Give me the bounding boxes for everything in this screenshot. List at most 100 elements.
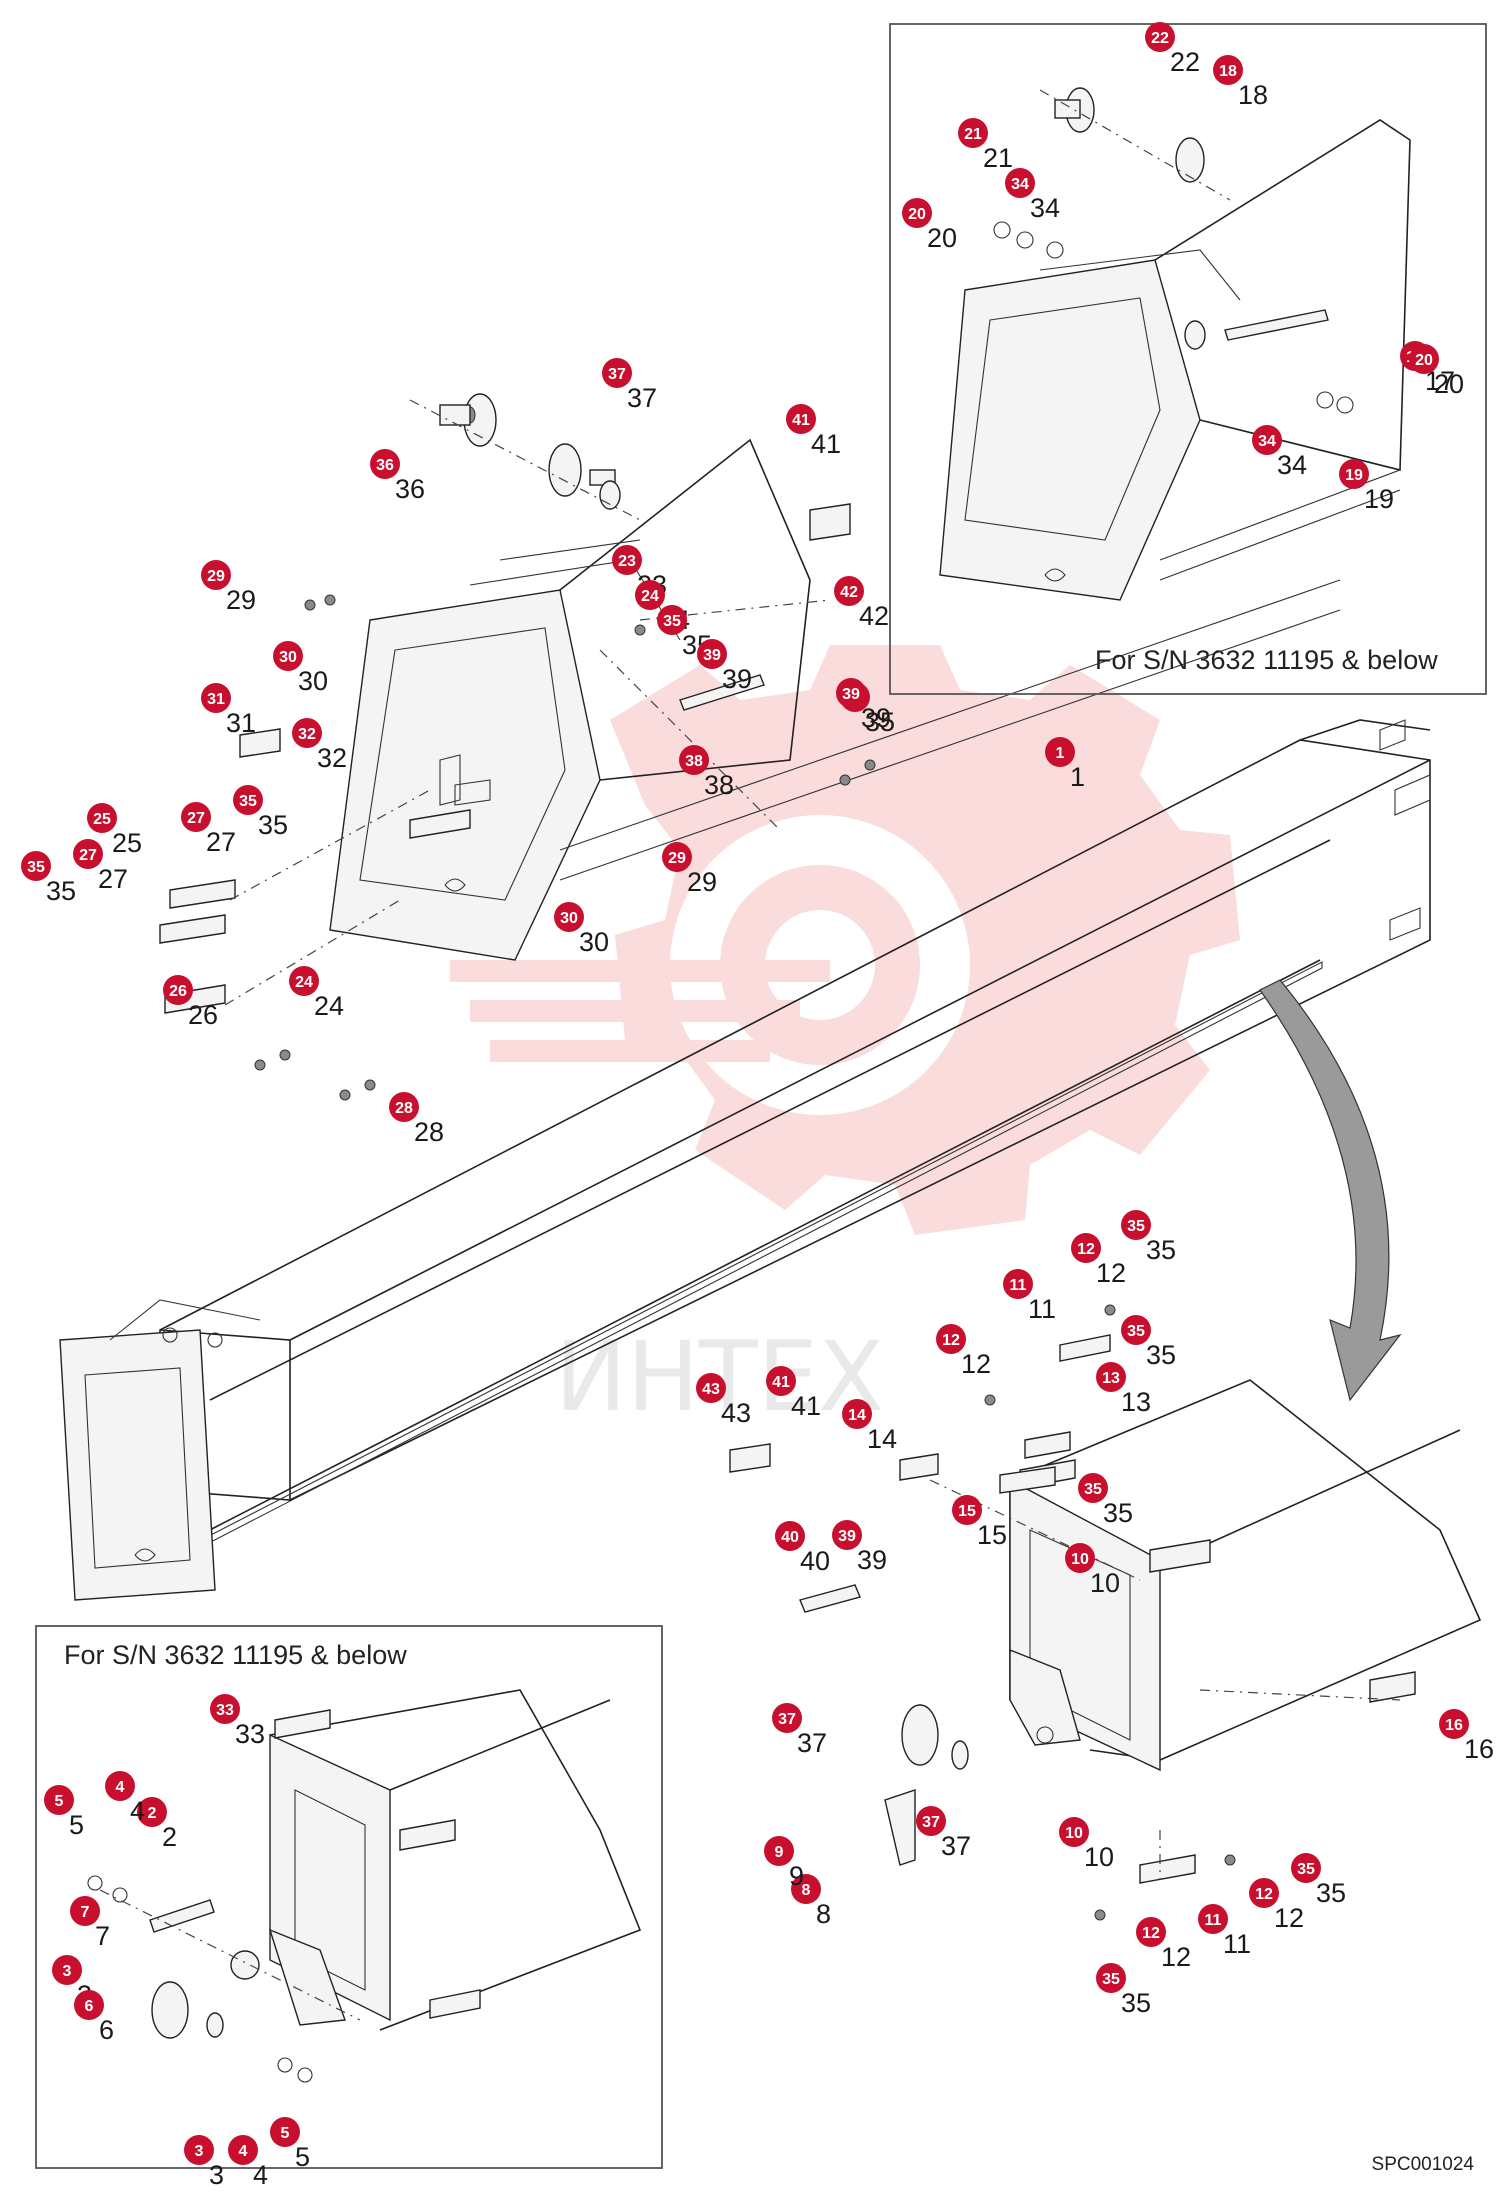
callout-number: 33 [216,1702,234,1719]
callout-number: 10 [1071,1551,1089,1568]
callout-number: 3 [63,1963,72,1980]
callout-badge-circle [696,1373,726,1403]
part-number-label: 20 [927,223,957,253]
callout-badge-circle [958,118,988,148]
callout-number: 4 [239,2143,248,2160]
callout-number: 34 [1258,433,1276,450]
callout-number: 39 [842,686,860,703]
callout-badge-circle [602,358,632,388]
callout-number: 39 [703,647,721,664]
callout-badge-circle [389,1092,419,1122]
part-number-label: 29 [226,585,256,615]
part-number-label: 11 [1028,1294,1056,1324]
part-number-label: 38 [704,770,734,800]
callout-badge-circle [1136,1917,1166,1947]
part-number-label: 32 [317,743,347,773]
part-number-label: 13 [1121,1387,1151,1417]
part-number-label: 11 [1223,1929,1251,1959]
callout-number: 35 [27,859,45,876]
callout-badge-circle [1121,1210,1151,1240]
callout-badge-circle [210,1694,240,1724]
callout-number: 26 [169,983,187,1000]
part-number-label: 36 [395,474,425,504]
callout-badge-circle [73,839,103,869]
callout-number: 22 [1151,30,1169,47]
part-number-label: 34 [1030,193,1060,223]
part-number-label: 26 [188,1000,218,1030]
part-number-label: 27 [98,864,128,894]
callout-badge-circle [74,1990,104,2020]
callout-number: 39 [838,1528,856,1545]
part-number-label: 24 [314,991,344,1021]
part-number-label: 12 [1274,1903,1304,1933]
part-number-label: 31 [226,708,256,738]
callout-badge-circle [775,1521,805,1551]
part-number-label: 35 [1146,1340,1176,1370]
callout-badge-circle [612,545,642,575]
callout-badge-circle [1339,459,1369,489]
callout-number: 29 [207,568,225,585]
callout-number: 24 [641,588,659,605]
callout-badge-circle [1045,737,1075,767]
callout-number: 7 [81,1904,90,1921]
callout-badge-circle [70,1896,100,1926]
callout-badge-circle [952,1495,982,1525]
part-number-label: 35 [46,876,76,906]
part-number-label: 2 [162,1822,177,1852]
part-number-label: 7 [95,1921,110,1951]
callout-number: 36 [376,457,394,474]
callout-number: 6 [85,1998,94,2015]
callout-number: 32 [298,726,316,743]
part-number-label: 10 [1084,1842,1114,1872]
callout-badge-circle [233,785,263,815]
callout-badge-circle [370,449,400,479]
callout-badge-circle [1065,1543,1095,1573]
part-number-label: 4 [253,2160,268,2190]
callout-number: 12 [1255,1886,1273,1903]
callout-number: 29 [668,850,686,867]
callout-badge-circle [1096,1362,1126,1392]
callout-number: 28 [395,1100,413,1117]
part-number-label: 25 [112,828,142,858]
part-number-label: 5 [295,2142,310,2172]
callout-number: 38 [685,753,703,770]
callout-number: 43 [702,1381,720,1398]
callout-number: 35 [1084,1481,1102,1498]
part-number-label: 42 [859,601,889,631]
callout-badge-5: 55 [270,2117,310,2172]
callout-number: 20 [908,206,926,223]
callout-badge-3: 33 [184,2135,224,2190]
part-number-label: 34 [1277,450,1307,480]
callout-badge-circle [936,1324,966,1354]
callout-number: 1 [1056,745,1065,762]
callout-badge-circle [1249,1878,1279,1908]
inset-bottom-left-caption: For S/N 3632 11195 & below [64,1640,407,1670]
callout-badge-circle [635,580,665,610]
callout-badge-circle [44,1785,74,1815]
